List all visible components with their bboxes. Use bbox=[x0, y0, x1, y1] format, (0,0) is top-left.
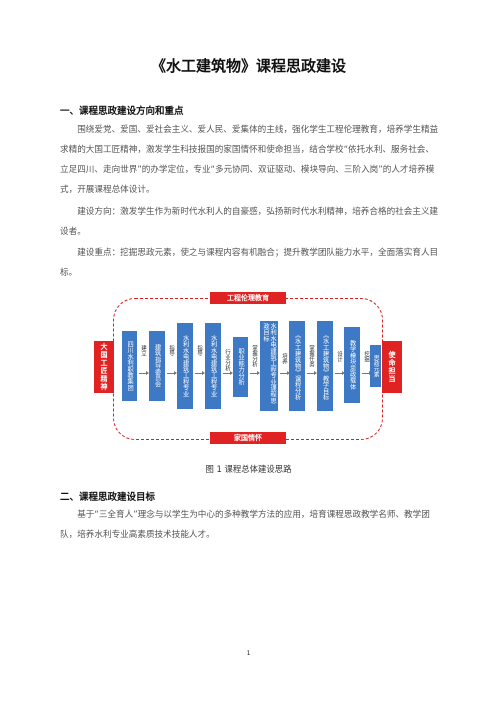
document-title: 《水工建筑物》课程思政建设 bbox=[150, 57, 346, 75]
flow-box-10: 思政元素 bbox=[370, 345, 381, 387]
flow-box-2: 建筑指导委员会 bbox=[149, 331, 165, 401]
flow-arrow-7 bbox=[307, 371, 317, 375]
section1-paragraph-2: 建设方向：激发学生作为新时代水利人的自豪感，弘扬新时代水利精神，培养合格的社会主… bbox=[60, 207, 439, 237]
flow-box-7: 《水工建筑物》课程分析 bbox=[289, 321, 305, 411]
flow-arrow-8 bbox=[335, 371, 345, 375]
section1-heading: 一、课程思政建设方向和重点 bbox=[60, 106, 184, 117]
flow-arrow-9 bbox=[362, 371, 372, 375]
flow-box-8: 《水工建筑物》教学目标 bbox=[317, 321, 333, 411]
flow-connector-3: 指导 bbox=[196, 345, 202, 356]
page-number: 1 bbox=[246, 650, 251, 657]
figure-caption: 图 1 课程总体建设思路 bbox=[205, 464, 292, 474]
flow-connector-8: 设计 bbox=[336, 351, 342, 362]
top-band: 工程伦理教育 bbox=[210, 292, 286, 304]
flow-arrow-6 bbox=[280, 371, 290, 375]
flow-box-6: 水利水电建筑工程专业课程思政目标 bbox=[260, 321, 278, 411]
flow-connector-2: 指导 bbox=[168, 345, 174, 356]
flow-arrow-4 bbox=[223, 371, 233, 375]
left-label: 大国工匠精神 bbox=[94, 341, 114, 393]
section1-paragraph-1: 围绕爱党、爱国、爱社会主义、爱人民、爱集体的主线，强化学生工程伦理教育，培养学生… bbox=[60, 125, 439, 195]
flow-box-5: 职业能力分析 bbox=[233, 337, 248, 397]
flow-box-1: 四川水利职教集团 bbox=[122, 331, 137, 401]
flow-arrow-1 bbox=[139, 371, 149, 375]
section1-paragraph-3: 建设重点：挖掘思政元素，使之与课程内容有机融合；提升教学团队能力水平，全面落实育… bbox=[60, 248, 439, 278]
flow-connector-9: 挖掘 bbox=[363, 351, 369, 362]
flow-arrow-3 bbox=[195, 371, 205, 375]
flow-arrow-5 bbox=[250, 371, 260, 375]
flow-box-9: 教学模块思政载体 bbox=[344, 327, 360, 403]
section2-paragraph-1: 基于“三全育人”理念与以学生为中心的多种教学方法的应用，培育课程思政教学名师、教… bbox=[60, 510, 430, 540]
flow-connector-4: 行业分析 bbox=[224, 349, 230, 371]
flow-connector-5: 掌握分析 bbox=[251, 345, 257, 367]
section2-heading: 二、课程思政建设目标 bbox=[60, 492, 156, 503]
flow-arrow-2 bbox=[167, 371, 177, 375]
flow-box-4: 水利水电建筑工程专业 bbox=[205, 323, 221, 409]
bottom-band: 家国情怀 bbox=[210, 432, 286, 444]
flow-connector-7: 掌握任务 bbox=[308, 345, 314, 367]
flow-connector-6: 培养 bbox=[281, 353, 287, 364]
flow-box-3: 水利水电建筑工程专业 bbox=[177, 323, 193, 409]
right-label: 使命担当 bbox=[382, 341, 402, 393]
course-design-diagram: 工程伦理教育 家国情怀 大国工匠精神 使命担当 四川水利职教集团 建立 建筑指导… bbox=[90, 283, 408, 453]
flow-connector-1: 建立 bbox=[140, 345, 146, 356]
